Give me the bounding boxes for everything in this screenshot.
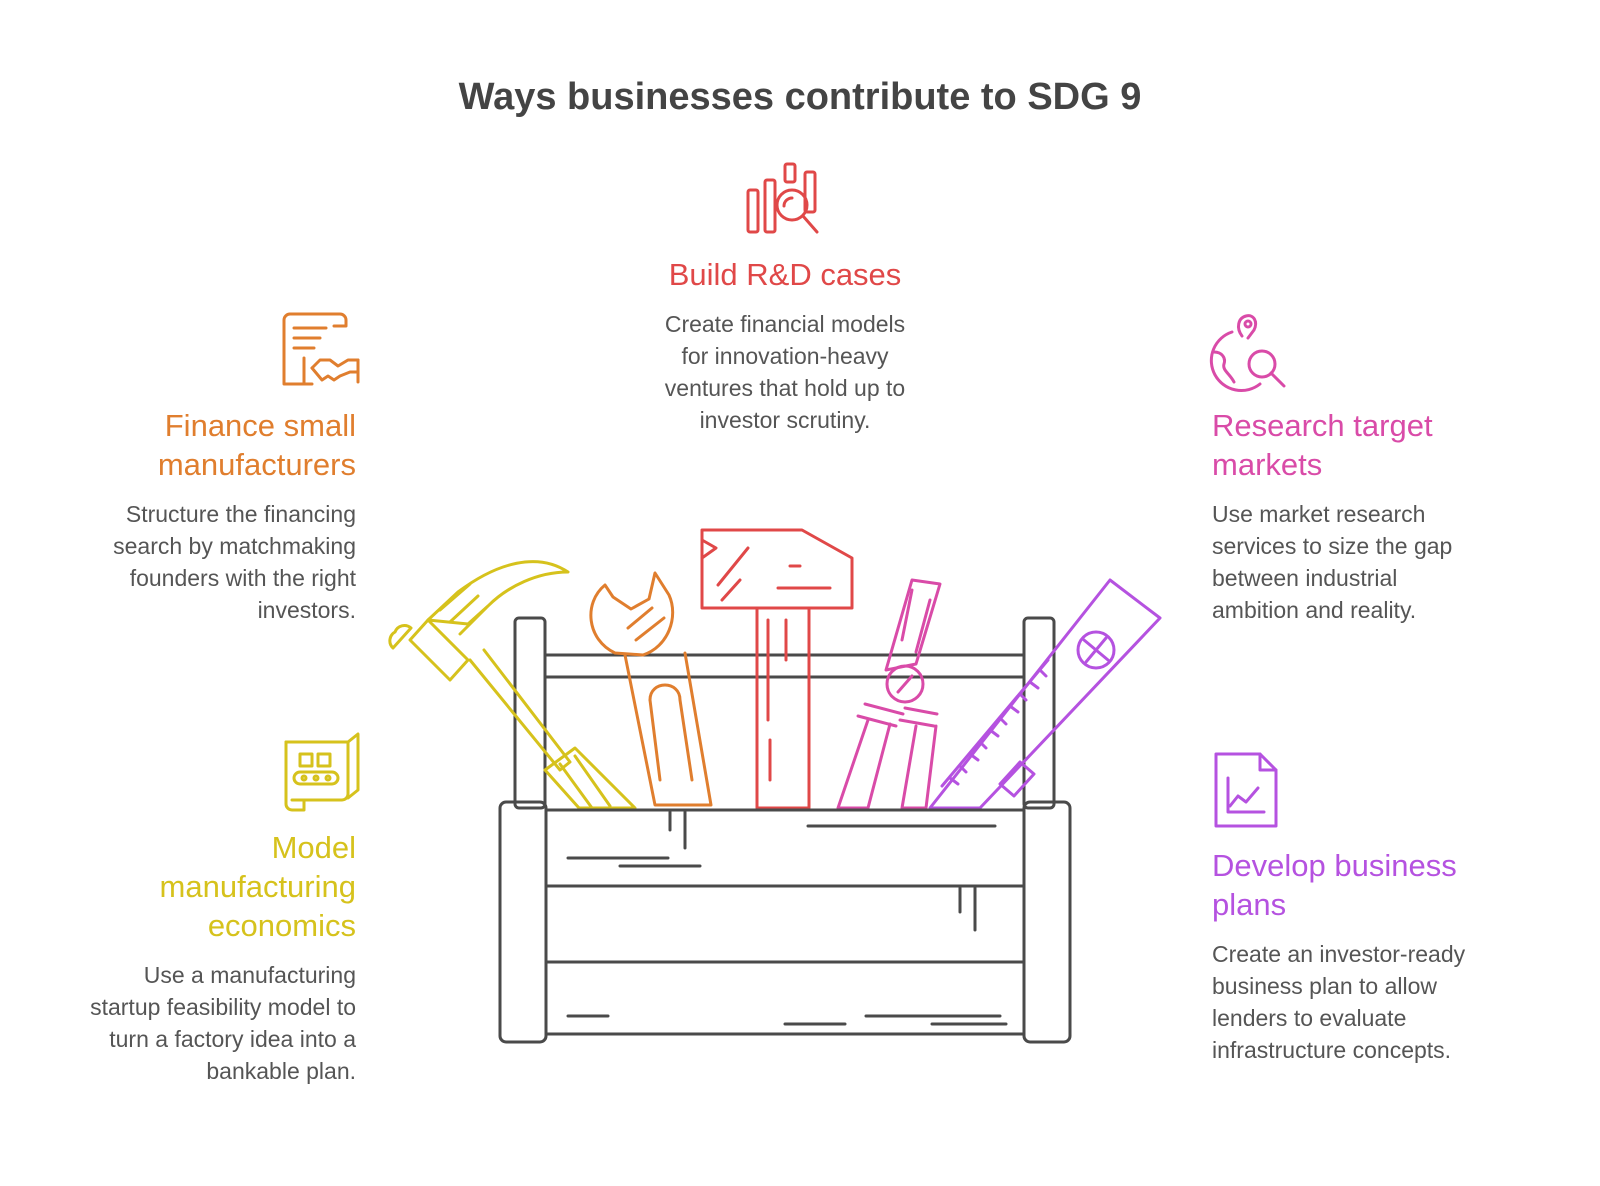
plans-description: Create an investor-ready business plan t…	[1212, 941, 1466, 1063]
research-heading: Research target markets	[1212, 408, 1433, 482]
wrench-icon	[589, 571, 713, 807]
pliers-icon	[836, 578, 942, 810]
bar-chart-magnifier-icon	[745, 160, 825, 243]
finance-description: Structure the financing search by matchm…	[113, 501, 356, 623]
document-chart-icon	[1214, 752, 1280, 835]
finance-heading: Finance small manufacturers	[157, 408, 356, 482]
research-description: Use market research services to size the…	[1212, 501, 1453, 623]
model-description: Use a manufacturing startup feasibility …	[90, 962, 356, 1084]
globe-pin-search-icon	[1208, 312, 1290, 397]
rnd-heading: Build R&D cases	[668, 257, 902, 292]
conveyor-scroll-icon	[282, 732, 362, 817]
hammer-icon	[388, 560, 637, 810]
mallet-icon	[700, 528, 854, 810]
rnd-description: Create financial models for innovation-h…	[664, 311, 906, 433]
spirit-level-icon	[928, 578, 1162, 810]
toolbox-illustration	[388, 520, 1170, 1055]
contract-handshake-icon	[282, 310, 362, 395]
page-title: Ways businesses contribute to SDG 9	[458, 76, 1142, 118]
model-heading: Model manufacturing economics	[159, 830, 356, 943]
toolbox-body	[498, 800, 1072, 1044]
plans-heading: Develop business plans	[1212, 848, 1457, 922]
